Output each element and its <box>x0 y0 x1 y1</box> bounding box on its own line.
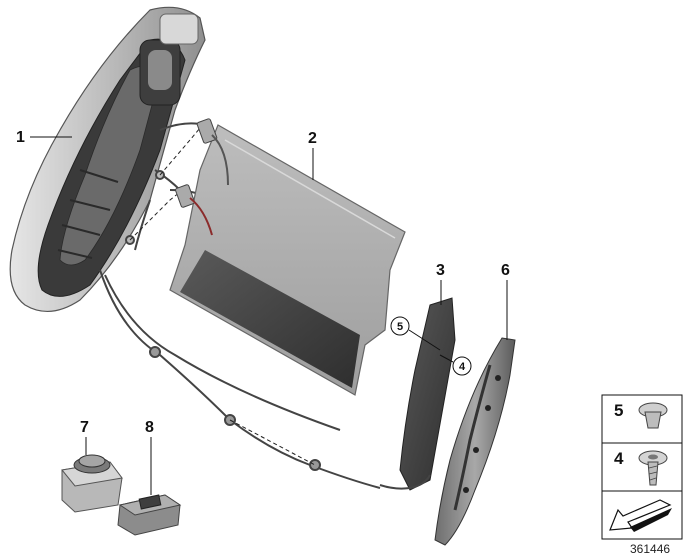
callout-group: 1 2 3 6 5 4 7 8 <box>16 129 510 495</box>
callout-5: 5 <box>397 321 403 333</box>
part-6-outer-cover <box>434 337 516 546</box>
part-3-side-trim <box>379 297 456 491</box>
document-number: 361446 <box>630 542 670 556</box>
wiring-harness <box>99 122 381 489</box>
part-7-seat-switch <box>61 454 123 513</box>
arrow-icon <box>609 499 672 532</box>
part-8-control-unit <box>117 494 182 536</box>
legend-box-clip <box>601 394 683 444</box>
callout-6: 6 <box>501 262 510 279</box>
part-1-backrest-frame <box>9 6 206 312</box>
callout-3: 3 <box>436 262 445 279</box>
callout-4: 4 <box>459 361 466 373</box>
callout-2: 2 <box>308 130 317 147</box>
callout-7: 7 <box>80 419 89 436</box>
clip-icon <box>638 402 668 429</box>
callout-8: 8 <box>145 419 154 436</box>
fastener-legend: 5 4 361446 <box>601 394 683 556</box>
legend-box-screw <box>601 442 683 492</box>
legend-num-4: 4 <box>614 449 624 468</box>
part-2-support-plate <box>169 118 406 396</box>
callout-1: 1 <box>16 129 25 146</box>
legend-num-5: 5 <box>614 401 623 420</box>
screw-icon <box>638 450 668 486</box>
